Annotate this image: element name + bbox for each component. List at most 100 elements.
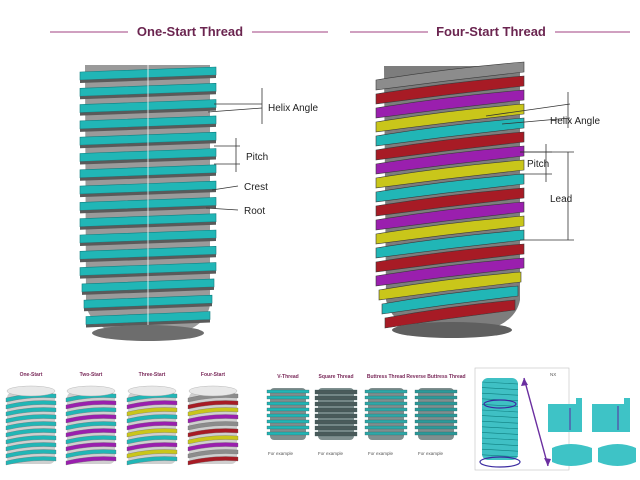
- type-thread: [364, 389, 408, 394]
- lead-label: Lead: [550, 194, 572, 205]
- left-panel-title: One-Start Thread: [137, 24, 243, 39]
- cylinder-thread: [65, 400, 117, 410]
- double-arrow-icon: [521, 377, 551, 467]
- cylinder-thread: [65, 442, 117, 452]
- thread-band: [375, 159, 525, 189]
- cylinder-thread: [5, 421, 57, 431]
- implant-thread: [481, 381, 519, 385]
- cylinder-thread: [187, 456, 239, 466]
- cylinder-thread: [126, 442, 178, 452]
- thread-band: [378, 271, 522, 301]
- cylinder-thread: [5, 414, 57, 424]
- implant-thread: [481, 409, 519, 413]
- type-title-1: V-Thread: [277, 374, 298, 380]
- for-example-3: For example: [368, 451, 394, 456]
- pitch-label-right: Pitch: [527, 159, 549, 170]
- cylinder-thread: [65, 421, 117, 431]
- pitch-label-left: Pitch: [246, 152, 268, 163]
- type-thread: [364, 413, 408, 418]
- cylinder-top: [127, 385, 177, 397]
- crest-label: Crest: [244, 182, 268, 193]
- cylinder-thread: [187, 428, 239, 438]
- type-thread: [314, 401, 358, 407]
- type-title-2: Square Thread: [318, 374, 353, 380]
- implant-thread: [481, 420, 519, 424]
- cylinder-thread: [126, 428, 178, 438]
- thread-band: [375, 187, 525, 217]
- thread-band: [375, 103, 525, 133]
- type-thread: [266, 407, 310, 412]
- thread-band: [375, 215, 525, 245]
- thread-band: [375, 131, 525, 161]
- for-example-2: For example: [318, 451, 344, 456]
- type-thread: [414, 425, 458, 430]
- ellipse-marker-icon: [483, 399, 517, 409]
- cylinder-thread: [126, 421, 178, 431]
- cylinder-thread: [5, 428, 57, 438]
- type-thread: [414, 419, 458, 424]
- type-thread: [364, 431, 408, 436]
- cylinder-thread: [187, 435, 239, 445]
- type-thread: [314, 389, 358, 395]
- implant-thread: [481, 426, 519, 430]
- type-thread: [414, 401, 458, 406]
- cylinder-thread: [187, 449, 239, 459]
- thread-band: [375, 117, 525, 147]
- type-thread: [364, 407, 408, 412]
- right-annotations: Helix Angle Pitch Lead: [485, 92, 600, 241]
- start-title-3: Three-Start: [139, 372, 166, 378]
- type-thread: [364, 401, 408, 406]
- type-thread: [364, 419, 408, 424]
- thread-band: [375, 257, 525, 287]
- type-thread: [266, 425, 310, 430]
- helix-angle-label-left: Helix Angle: [268, 103, 318, 114]
- start-title-2: Two-Start: [80, 372, 103, 378]
- type-thread: [314, 395, 358, 401]
- type-thread: [266, 389, 310, 394]
- implant-thread: [481, 448, 519, 452]
- for-example-4: For example: [418, 451, 444, 456]
- type-thread: [266, 431, 310, 436]
- implant-thread: [481, 432, 519, 435]
- cylinder-top: [66, 385, 116, 397]
- cylinder-thread: [126, 414, 178, 424]
- type-thread: [364, 425, 408, 430]
- one-start-screw: [79, 60, 217, 341]
- type-thread: [266, 401, 310, 406]
- cylinder-thread: [5, 449, 57, 459]
- implant-thread: [481, 443, 519, 446]
- thread-band: [375, 61, 525, 91]
- thread-band: [375, 75, 525, 105]
- for-example-1: For example: [268, 451, 294, 456]
- cylinder-thread: [126, 407, 178, 417]
- type-thread: [266, 413, 310, 418]
- type-thread: [314, 413, 358, 419]
- cylinder-top: [188, 385, 238, 397]
- cylinder-thread: [65, 449, 117, 459]
- cylinder-thread: [65, 414, 117, 424]
- cylinder-top: [6, 385, 56, 397]
- cylinder-thread: [5, 407, 57, 417]
- type-thread: [266, 419, 310, 424]
- thread-band: [381, 285, 519, 315]
- type-thread: [266, 395, 310, 400]
- type-thread: [414, 407, 458, 412]
- cylinder-thread: [5, 456, 57, 466]
- type-thread: [314, 431, 358, 437]
- type-thread: [414, 431, 458, 436]
- cylinder-thread: [65, 456, 117, 466]
- implant-thread: [481, 392, 519, 396]
- start-title-4: Four-Start: [201, 372, 226, 378]
- four-start-screw: [375, 61, 525, 338]
- start-title-1: One-Start: [20, 372, 43, 378]
- implant-thread: [481, 454, 519, 458]
- cylinder-thread: [187, 407, 239, 417]
- type-thread: [314, 419, 358, 425]
- thread-band: [375, 201, 525, 231]
- cylinder-thread: [126, 400, 178, 410]
- thread-band: [384, 299, 516, 329]
- cylinder-thread: [126, 456, 178, 466]
- cylinder-thread: [187, 414, 239, 424]
- thread-band: [375, 243, 525, 273]
